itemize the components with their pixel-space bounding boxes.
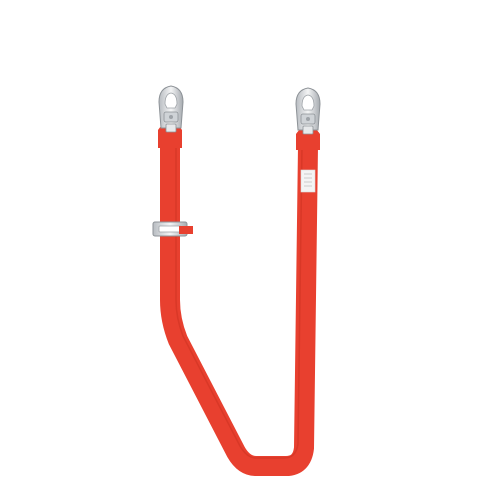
webbing-strap-shade — [175, 132, 303, 459]
snap-hook-icon — [295, 87, 321, 135]
webbing-label-icon — [300, 169, 316, 193]
snap-hook-icon — [158, 85, 184, 133]
adjuster-buckle-icon — [152, 221, 193, 237]
lanyard — [152, 85, 321, 476]
right-strap-loop — [296, 126, 320, 150]
webbing-strap — [160, 132, 318, 476]
